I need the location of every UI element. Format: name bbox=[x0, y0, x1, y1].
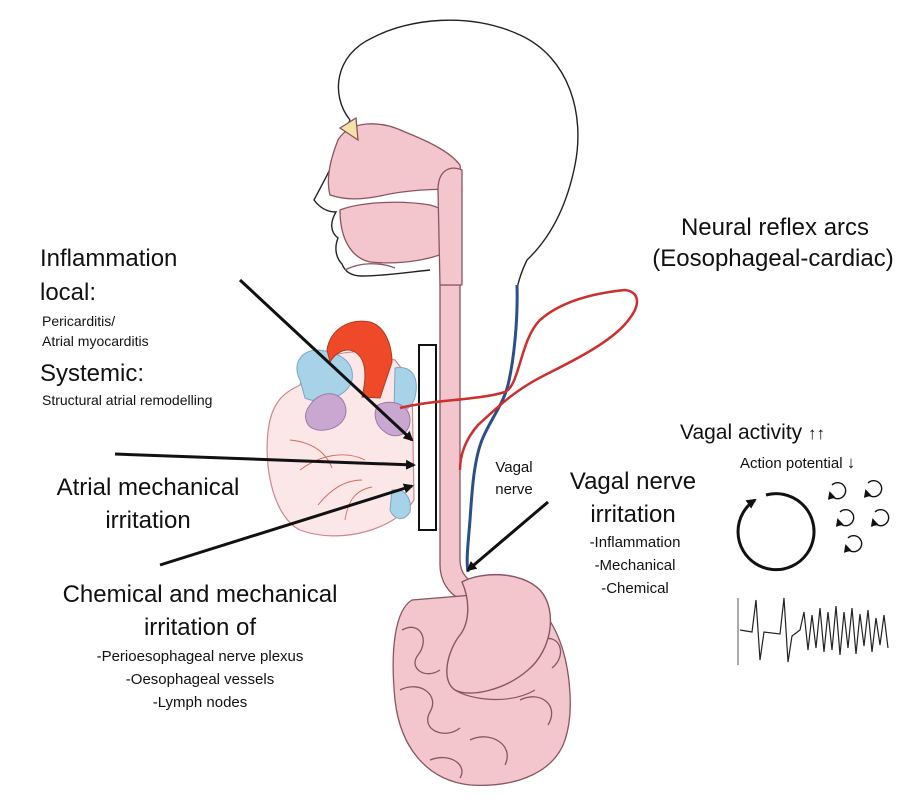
arrow-atrial-mechanical bbox=[114, 452, 416, 470]
atrial-mechanical-line2: irritation bbox=[105, 507, 191, 534]
systemic-heading: Systemic: bbox=[40, 360, 145, 387]
reentry-circle-icon bbox=[736, 492, 816, 572]
inflammation-heading: Inflammation bbox=[40, 245, 178, 272]
chemical-mechanical-item: -Oesophageal vessels bbox=[125, 671, 275, 688]
chemical-mechanical-item: -Lymph nodes bbox=[152, 694, 248, 711]
vagal-irritation-item: -Mechanical bbox=[594, 557, 676, 574]
chemical-mechanical-line1: Chemical and mechanical bbox=[62, 581, 338, 608]
pericarditis-label: Pericarditis/ bbox=[42, 313, 116, 329]
vagal-irritation-line1: Vagal nerve bbox=[569, 468, 697, 495]
arrow-inflammation bbox=[238, 278, 414, 442]
stomach-icon bbox=[446, 574, 552, 700]
chemical-mechanical-line2: irritation of bbox=[143, 614, 257, 641]
reflex-arc-line bbox=[399, 288, 639, 471]
arrow-chemical-mechanical bbox=[159, 483, 414, 567]
action-potential-heading: Action potential ↓ bbox=[740, 453, 855, 473]
vagal-irritation-line2: irritation bbox=[590, 501, 676, 528]
heart-icon bbox=[266, 320, 417, 537]
local-heading: local: bbox=[40, 279, 97, 306]
action-potential-text: Action potential bbox=[740, 455, 843, 472]
vagal-nerve-label-line2: nerve bbox=[495, 481, 533, 498]
chemical-mechanical-item: -Perioesophageal nerve plexus bbox=[96, 648, 304, 665]
nasal-oral-cavity bbox=[327, 116, 463, 271]
wavelets-icon bbox=[827, 479, 890, 553]
irritation-zone-box bbox=[418, 344, 437, 531]
atrial-myocarditis-label: Atrial myocarditis bbox=[42, 333, 149, 349]
neural-reflex-title: Neural reflex arcs bbox=[680, 214, 870, 241]
vagus-nerve-line bbox=[465, 284, 519, 573]
vagal-nerve-label-line1: Vagal bbox=[495, 459, 533, 476]
arrow-vagal-irritation bbox=[466, 500, 549, 572]
up-arrows-icon: ↑↑ bbox=[808, 424, 826, 443]
oesophagus-icon bbox=[437, 167, 480, 601]
vagal-activity-text: Vagal activity bbox=[680, 421, 803, 444]
vagal-irritation-item: -Inflammation bbox=[589, 534, 681, 551]
ecg-trace-icon bbox=[739, 597, 889, 663]
down-arrow-icon: ↓ bbox=[846, 453, 856, 472]
structural-remodelling-label: Structural atrial remodelling bbox=[42, 392, 213, 408]
neural-reflex-subtitle: (Eosophageal-cardiac) bbox=[652, 245, 894, 272]
vagal-irritation-item: -Chemical bbox=[601, 580, 669, 597]
vagal-activity-heading: Vagal activity ↑↑ bbox=[680, 421, 825, 445]
atrial-mechanical-line1: Atrial mechanical bbox=[56, 474, 240, 501]
